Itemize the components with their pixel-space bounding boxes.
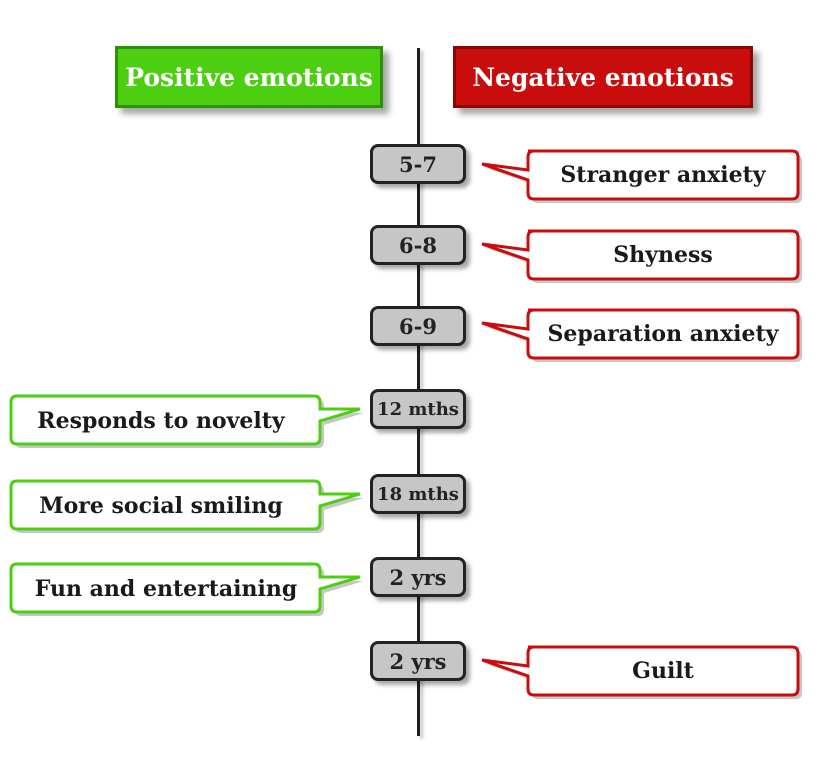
callout-positive-2: More social smiling <box>9 479 364 533</box>
callout-negative-2: Shyness <box>481 229 802 283</box>
callout-negative-1: Stranger anxiety <box>481 149 802 203</box>
callout-negative-3-text: Separation anxiety <box>548 321 780 347</box>
callout-negative-4: Guilt <box>481 645 802 699</box>
callout-positive-3-text: Fun and entertaining <box>35 576 297 602</box>
negative-emotions-header: Negative emotions <box>453 46 753 108</box>
age-box-7: 2 yrs <box>370 641 466 681</box>
callout-negative-3: Separation anxiety <box>481 308 802 362</box>
callout-negative-4-text: Guilt <box>632 658 694 684</box>
callout-negative-2-text: Shyness <box>613 242 712 268</box>
callout-positive-1: Responds to novelty <box>9 394 364 448</box>
age-box-6: 2 yrs <box>370 557 466 597</box>
callout-positive-1-text: Responds to novelty <box>37 408 286 434</box>
callout-positive-2-text: More social smiling <box>39 493 282 519</box>
age-box-3: 6-9 <box>370 306 466 346</box>
age-box-1: 5-7 <box>370 144 466 184</box>
callout-positive-3: Fun and entertaining <box>9 562 364 616</box>
age-box-2: 6-8 <box>370 225 466 265</box>
positive-emotions-header: Positive emotions <box>115 46 383 108</box>
callout-negative-1-text: Stranger anxiety <box>560 162 766 188</box>
age-box-5: 18 mths <box>370 474 466 514</box>
age-box-4: 12 mths <box>370 389 466 429</box>
